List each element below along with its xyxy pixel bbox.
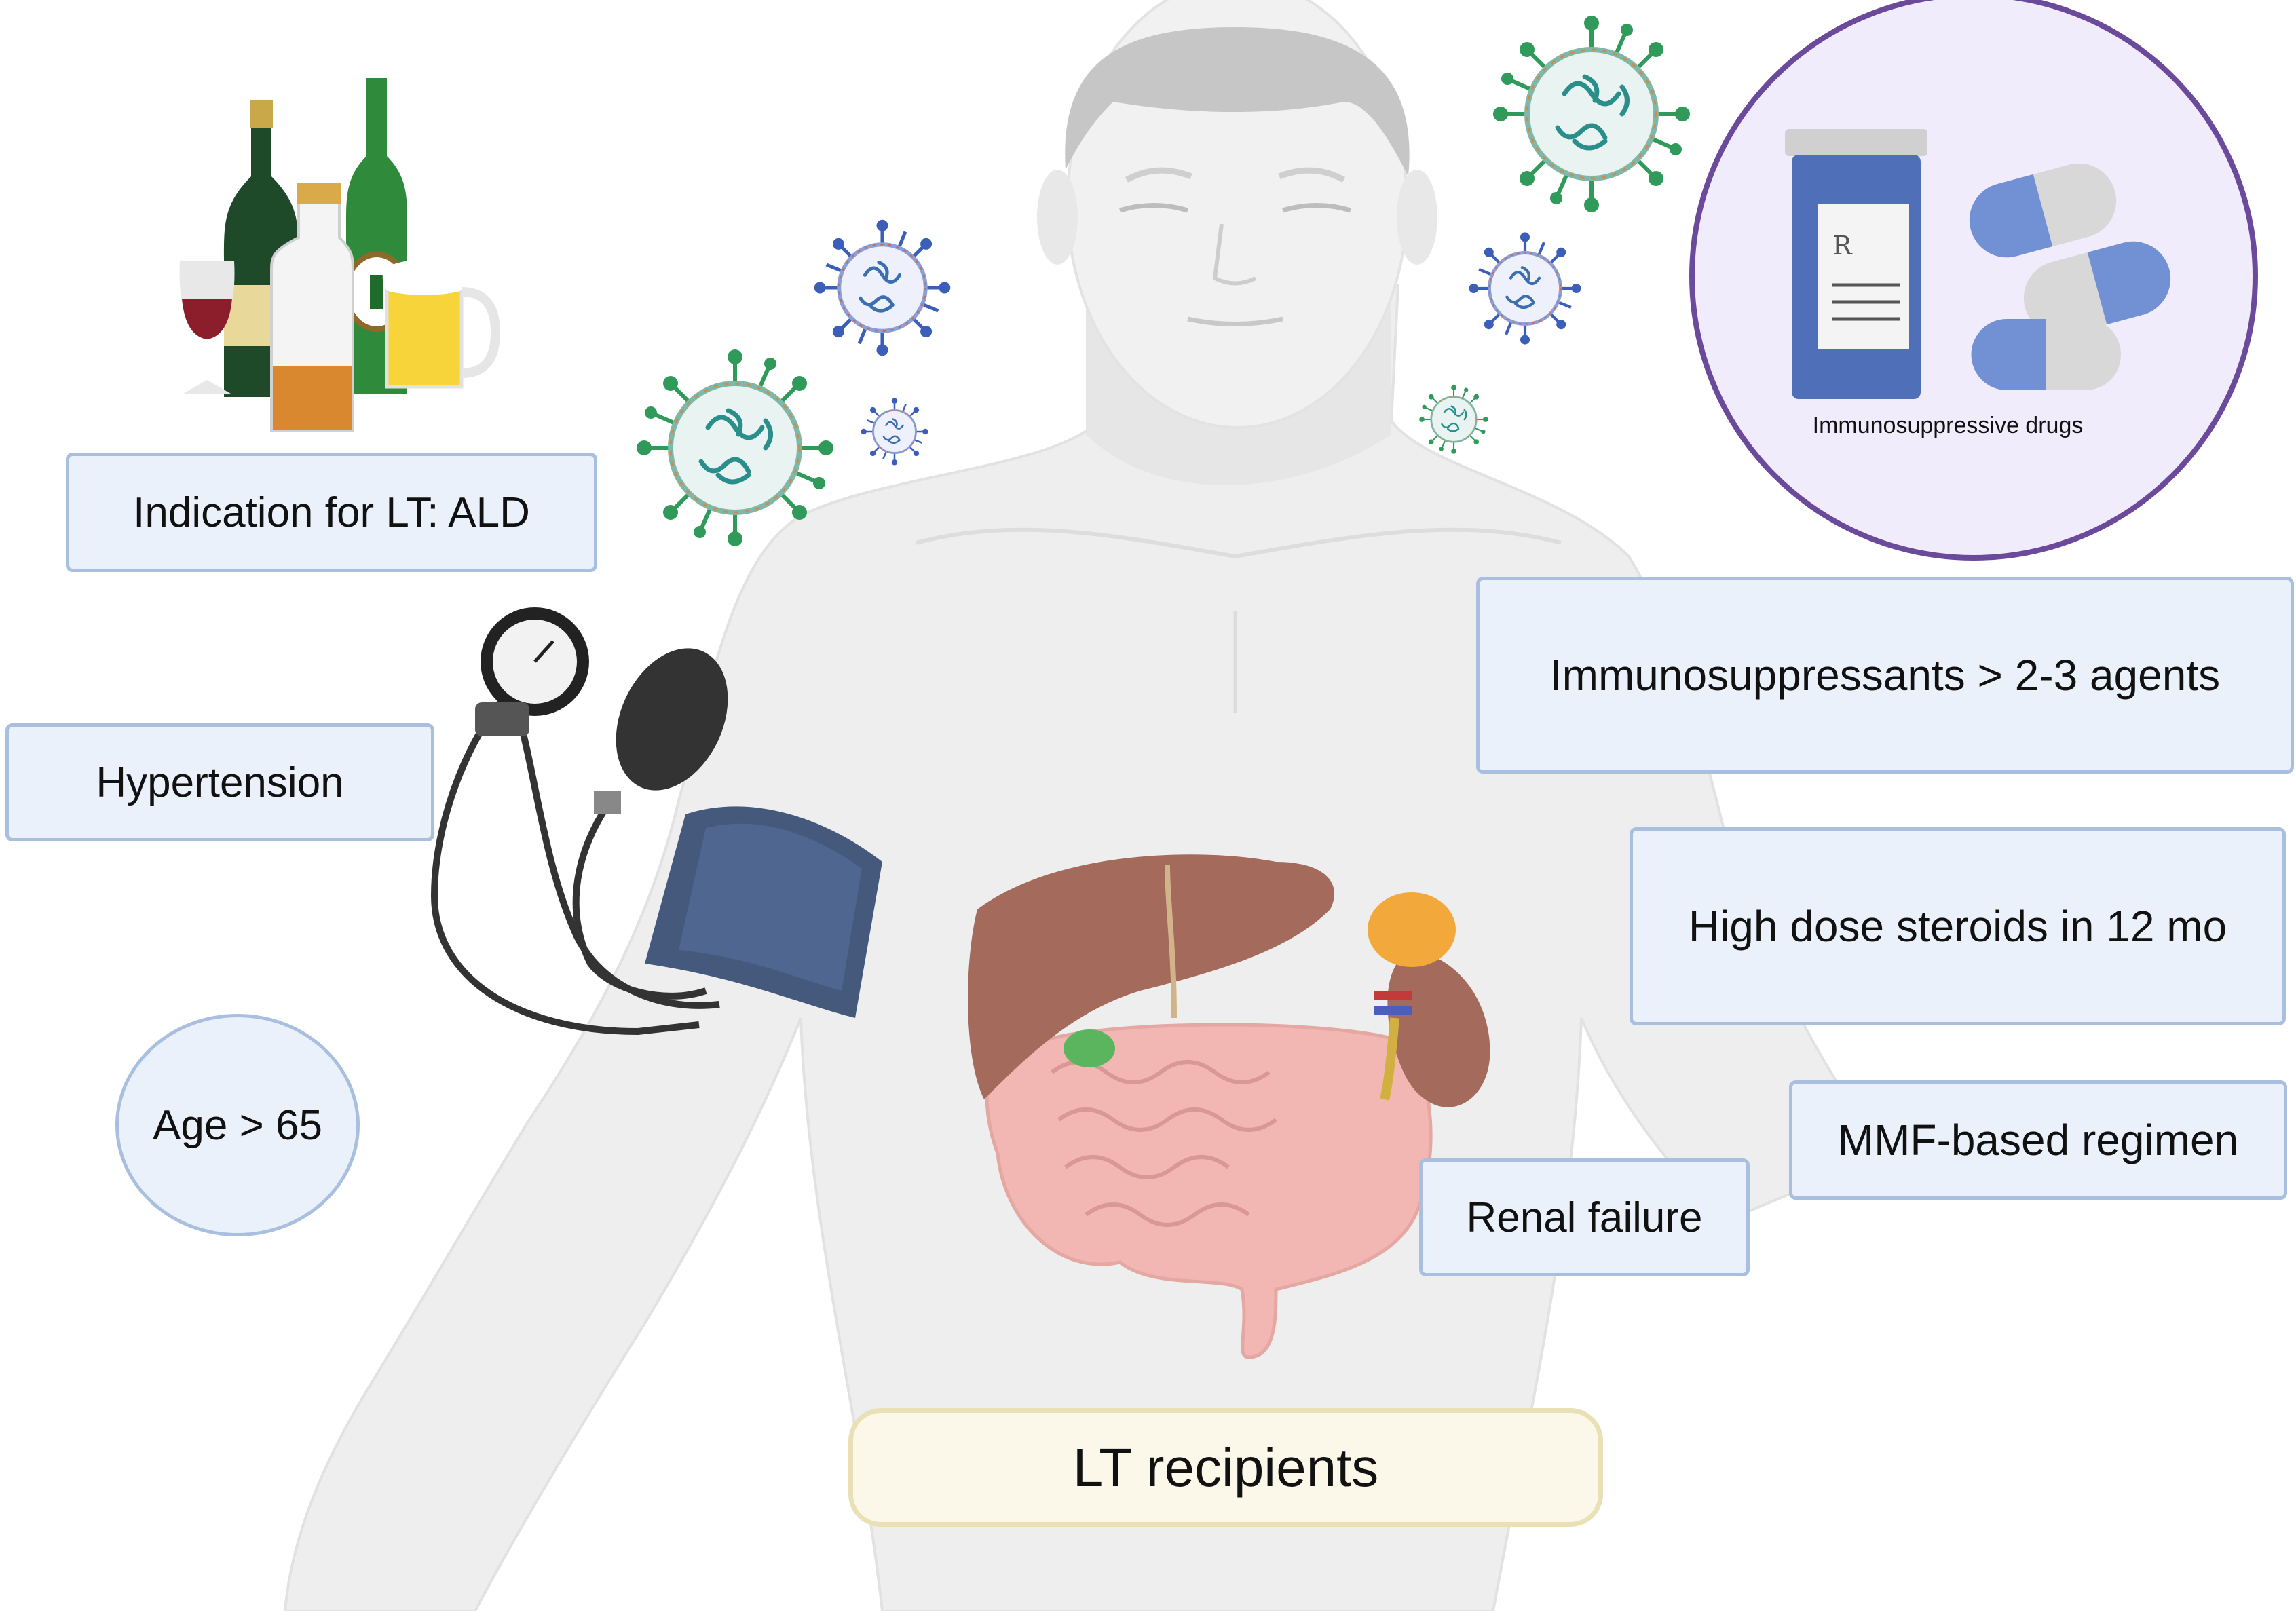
steroids-label: High dose steroids in 12 mo xyxy=(1630,827,2286,1025)
blood-pressure-monitor-icon xyxy=(430,607,882,1036)
immunosuppressive-drugs-caption: Immunosuppressive drugs xyxy=(1812,413,2084,438)
lt-recipients-label: LT recipients xyxy=(848,1408,1603,1527)
liver-intestine-kidney-icon xyxy=(968,854,1490,1359)
human-torso-icon xyxy=(283,0,1889,1611)
pill-bottle-capsules-icon: R xyxy=(1689,0,2258,561)
renal-failure-label: Renal failure xyxy=(1419,1158,1750,1276)
hypertension-label: Hypertension xyxy=(5,723,434,841)
mmf-regimen-label: MMF-based regimen xyxy=(1789,1080,2287,1200)
svg-text:R: R xyxy=(1832,231,1853,261)
age-label: Age > 65 xyxy=(115,1014,360,1236)
indication-label: Indication for LT: ALD xyxy=(66,453,597,572)
immunosuppressants-label: Immunosuppressants > 2-3 agents xyxy=(1476,577,2294,774)
alcohol-bottles-icon xyxy=(179,78,501,432)
